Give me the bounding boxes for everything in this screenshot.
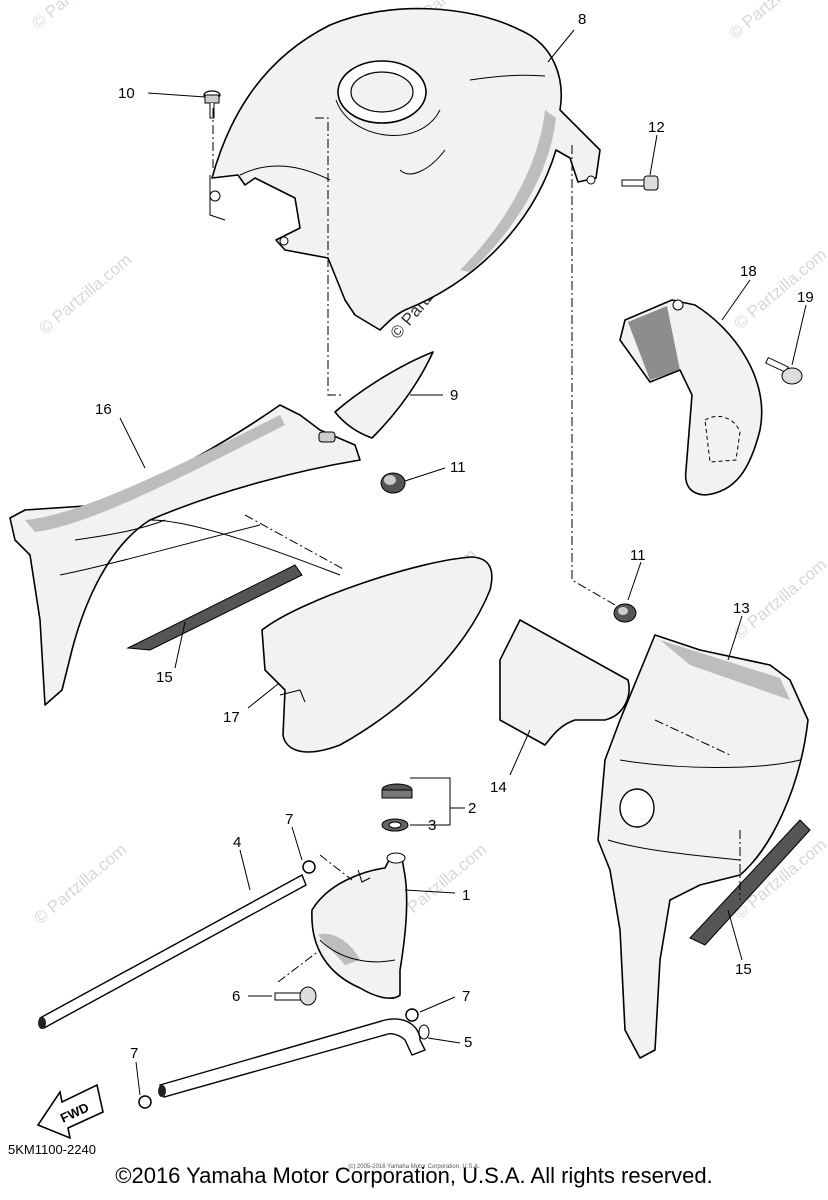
- part-2-cap: [381, 783, 413, 799]
- callout-15b: 15: [735, 961, 752, 978]
- copyright-notice: ©2016 Yamaha Motor Corporation, U.S.A. A…: [115, 1163, 713, 1188]
- part-16-left-side-cover: [9, 404, 361, 706]
- diagram-code: 5KM1100-2240: [8, 1142, 96, 1157]
- callout-14: 14: [490, 779, 507, 796]
- alignment-lines: [212, 108, 741, 983]
- callout-5: 5: [464, 1034, 472, 1051]
- callout-4: 4: [233, 834, 241, 851]
- callout-1: 1: [462, 887, 470, 904]
- callout-11b: 11: [630, 547, 646, 564]
- part-9-pad: [334, 351, 434, 439]
- callout-18: 18: [740, 263, 757, 280]
- callout-10: 10: [118, 85, 135, 102]
- part-7-clip: [138, 860, 419, 1109]
- part-6-bolt: [274, 986, 317, 1006]
- callout-11a: 11: [450, 459, 466, 476]
- callout-13: 13: [733, 600, 750, 617]
- part-11-grommet-upper: [380, 472, 406, 494]
- callout-7b: 7: [462, 988, 470, 1005]
- part-1-reservoir-tank: [311, 852, 408, 999]
- callout-15a: 15: [156, 669, 173, 686]
- leader-lines: [119, 29, 807, 1096]
- callout-9: 9: [450, 387, 458, 404]
- part-17-decal: [261, 556, 493, 753]
- callout-7c: 7: [130, 1045, 138, 1062]
- callout-7a: 7: [285, 811, 293, 828]
- watermark: © Partzilla.com: [28, 0, 128, 33]
- callout-2: 2: [468, 800, 476, 817]
- callout-labels: 1 2 3 4 5 6 7 7 7 8 9 10 11 11 12 13 14 …: [95, 11, 814, 1062]
- part-8-tank-cover: [209, 7, 601, 331]
- callout-12: 12: [648, 119, 665, 136]
- part-3-washer: [381, 818, 409, 832]
- callout-8: 8: [578, 11, 586, 28]
- callout-16: 16: [95, 401, 112, 418]
- callout-17: 17: [223, 709, 240, 726]
- part-4-hose: [38, 874, 307, 1029]
- fwd-arrow-icon: FWD: [36, 1083, 104, 1140]
- watermark: © Partzilla.com: [35, 250, 135, 338]
- part-11-grommet-lower: [613, 603, 637, 623]
- part-18-duct: [619, 299, 763, 496]
- part-12-bolt: [621, 175, 659, 191]
- watermark: © Partzilla.com: [30, 840, 130, 928]
- part-15-strip-left: [125, 560, 303, 651]
- callout-19: 19: [797, 289, 814, 306]
- watermark: © Partzilla.com: [730, 555, 828, 643]
- part-13-right-side-cover: [597, 634, 809, 1059]
- watermark: © Partzilla.com: [725, 0, 825, 43]
- callout-3: 3: [428, 817, 436, 834]
- part-19-bolt: [765, 356, 803, 385]
- small-copyright: (c) 2005-2016 Yamaha Motor Corporation, …: [348, 1164, 480, 1170]
- part-14-decal: [499, 619, 630, 746]
- part-15-strip-right: [687, 815, 811, 946]
- callout-6: 6: [232, 988, 240, 1005]
- part-5-hose: [158, 1018, 430, 1098]
- part-10-bolt: [203, 90, 221, 119]
